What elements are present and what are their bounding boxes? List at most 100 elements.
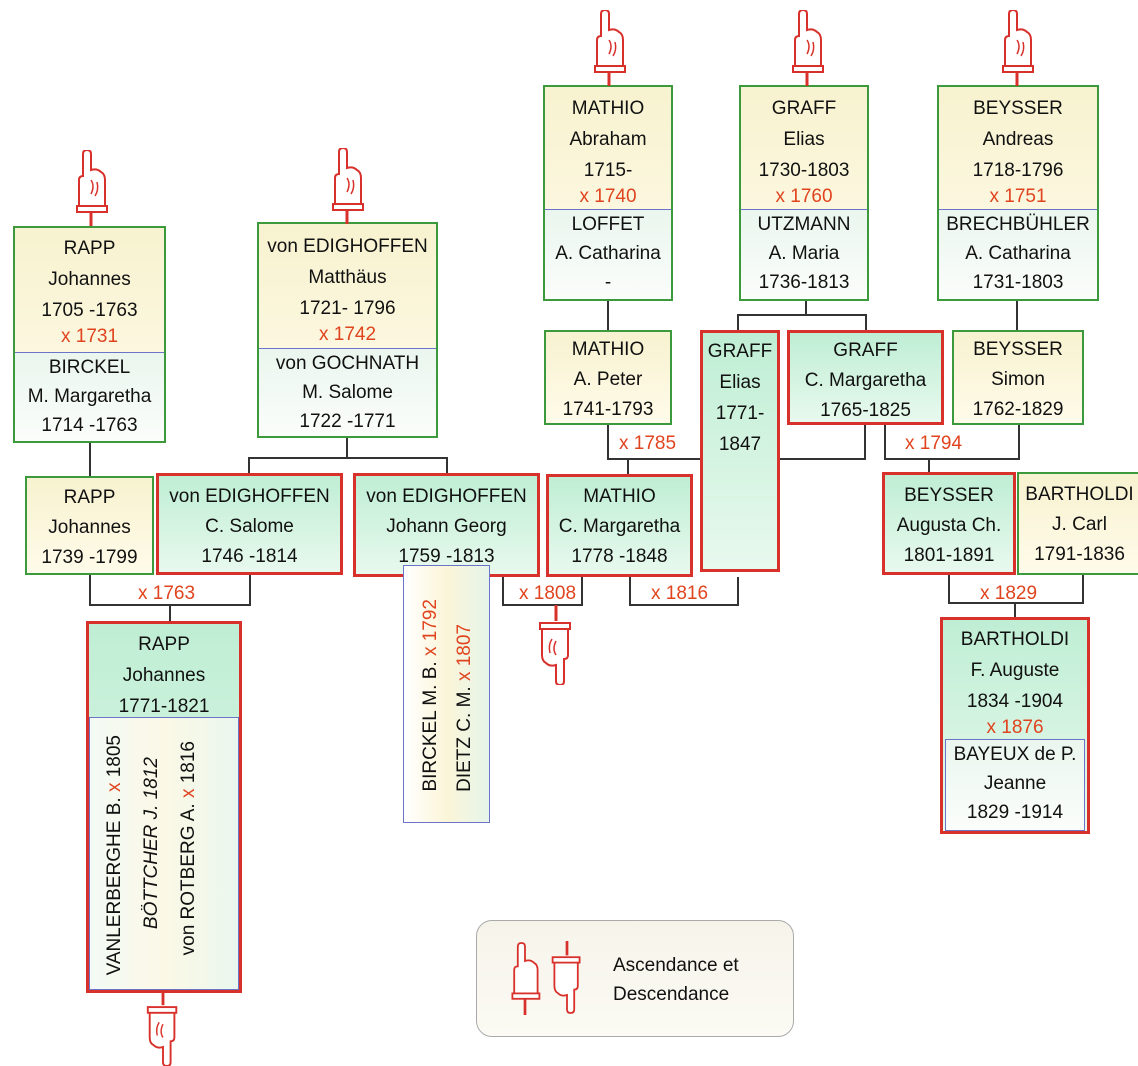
spouse-dates: 1722 -1771 — [299, 411, 396, 432]
marriage-label-1763: x 1763 — [138, 583, 196, 604]
surname: RAPP — [63, 487, 116, 508]
pointing-hand-down-icon — [551, 941, 581, 1014]
pointing-hand-up-icon[interactable] — [997, 10, 1037, 86]
life-dates: 1834 -1904 — [966, 691, 1064, 712]
given-name: Johannes — [122, 665, 206, 686]
spouse-given-name: A. Catharina — [555, 243, 661, 264]
person-edighoffen-johann-georg-1759[interactable]: von EDIGHOFFEN Johann Georg 1759 -1813 — [353, 473, 540, 577]
spouse-box[interactable]: von GOCHNATH M. Salome 1722 -1771 — [259, 348, 436, 436]
spouse-box[interactable]: BRECHBÜHLER A. Catharina 1731-1803 — [939, 209, 1097, 299]
person-edighoffen-matthaus-1721[interactable]: von EDIGHOFFEN Matthäus 1721- 1796 x 174… — [257, 222, 438, 438]
life-dates: 1765-1825 — [820, 400, 911, 421]
person-graff-margaretha-1765[interactable]: GRAFF C. Margaretha 1765-1825 — [787, 330, 944, 425]
marriage-label-1794: x 1794 — [905, 433, 963, 455]
surname: von EDIGHOFFEN — [267, 236, 428, 257]
given-name: Elias — [783, 129, 825, 150]
pointing-hand-up-icon[interactable] — [71, 150, 111, 226]
marriage-label-1816: x 1816 — [651, 583, 709, 604]
person-rapp-johannes-1739[interactable]: RAPP Johannes 1739 -1799 — [25, 476, 154, 575]
person-mathio-peter-1741[interactable]: MATHIO A. Peter 1741-1793 — [544, 330, 672, 425]
spouse-box[interactable]: BIRCKEL M. Margaretha 1714 -1763 — [15, 352, 164, 441]
given-name: C. Salome — [205, 516, 294, 537]
spouse-given-name: M. Margaretha — [27, 386, 152, 407]
person-edighoffen-salome-1746[interactable]: von EDIGHOFFEN C. Salome 1746 -1814 — [156, 473, 343, 575]
spouse-box[interactable]: UTZMANN A. Maria 1736-1813 — [741, 209, 867, 299]
spouse-list-line: VANLERBERGHE B. x 1805 — [100, 735, 130, 975]
person-mathio-abraham-1715[interactable]: MATHIO Abraham 1715- x 1740 LOFFET A. Ca… — [543, 85, 673, 301]
surname: BEYSSER — [973, 339, 1063, 360]
spouse-dates: - — [604, 272, 612, 293]
spouse-list-line: von ROTBERG A. x 1816 — [174, 741, 204, 955]
spouse-given-name: A. Maria — [768, 243, 840, 264]
pointing-hand-up-icon[interactable] — [787, 10, 827, 86]
person-rapp-johannes-1705[interactable]: RAPP Johannes 1705 -1763 x 1731 BIRCKEL … — [13, 226, 166, 443]
marriage-year: x 1740 — [579, 186, 637, 207]
marriage-year: x 1807 — [454, 624, 475, 682]
pointing-hand-up-icon[interactable] — [589, 10, 629, 86]
person-bartholdi-auguste-1834[interactable]: BARTHOLDI F. Auguste 1834 -1904 x 1876 B… — [940, 617, 1090, 834]
person-graff-elias-1730[interactable]: GRAFF Elias 1730-1803 x 1760 UTZMANN A. … — [739, 85, 869, 301]
surname: MATHIO — [583, 486, 656, 507]
spouse-surname: von GOCHNATH — [275, 353, 420, 374]
pointing-hand-down-icon[interactable] — [536, 605, 576, 685]
spouse-list-edighoffen[interactable]: BIRCKEL M. B. x 1792 DIETZ C. M. x 1807 — [403, 565, 490, 823]
spouse-list-line: DIETZ C. M. x 1807 — [450, 624, 480, 792]
life-dates: 1741-1793 — [562, 399, 654, 420]
life-dates: 1759 -1813 — [398, 546, 495, 567]
person-bartholdi-carl-1791[interactable]: BARTHOLDI J. Carl 1791-1836 — [1017, 472, 1138, 575]
spouse-dates: 1731-1803 — [972, 272, 1064, 293]
given-name: Elias — [719, 372, 761, 393]
spouse-given-name: A. Catharina — [965, 243, 1071, 264]
life-dates: 1718-1796 — [972, 160, 1064, 181]
marriage-mark: x — [104, 782, 125, 792]
given-name: J. Carl — [1052, 514, 1107, 535]
surname: MATHIO — [571, 339, 645, 360]
person-mathio-margaretha-1778[interactable]: MATHIO C. Margaretha 1778 -1848 — [546, 474, 693, 577]
person-beysser-andreas-1718[interactable]: BEYSSER Andreas 1718-1796 x 1751 BRECHBÜ… — [937, 85, 1099, 301]
given-name: C. Margaretha — [804, 370, 927, 391]
life-dates: 1739 -1799 — [41, 547, 138, 568]
spouse-surname: BIRCKEL — [48, 357, 131, 378]
spouse-box[interactable]: LOFFET A. Catharina - — [545, 209, 671, 299]
spouse-name: DIETZ C. M. — [454, 681, 475, 792]
spouse-box[interactable]: BAYEUX de P. Jeanne 1829 -1914 — [945, 739, 1085, 831]
legend-line-2: Descendance — [613, 984, 730, 1005]
given-name: Matthäus — [308, 267, 387, 288]
given-name: Johannes — [48, 269, 131, 290]
marriage-year: x 1742 — [318, 324, 377, 345]
spouse-name: BIRCKEL M. B. — [420, 656, 441, 792]
spouse-given-name: Jeanne — [983, 773, 1047, 794]
given-name: A. Peter — [573, 369, 643, 390]
life-dates: 1778 -1848 — [571, 546, 668, 567]
spouse-surname: BRECHBÜHLER — [946, 214, 1090, 235]
legend-line-1: Ascendance et — [613, 955, 739, 976]
pointing-hand-up-icon[interactable] — [327, 148, 367, 224]
spouse-surname: BAYEUX de P. — [953, 744, 1077, 765]
life-dates: 1746 -1814 — [201, 546, 298, 567]
surname: BARTHOLDI — [1025, 484, 1134, 505]
spouse-name: von ROTBERG A. — [178, 797, 199, 955]
spouse-list-rapp[interactable]: VANLERBERGHE B. x 1805 BÖTTCHER J. 1812 … — [89, 717, 239, 990]
person-rapp-johannes-1771[interactable]: RAPP Johannes 1771-1821 VANLERBERGHE B. … — [86, 621, 242, 993]
surname: RAPP — [138, 634, 190, 655]
life-dates: 1801-1891 — [903, 545, 995, 566]
person-beysser-simon-1762[interactable]: BEYSSER Simon 1762-1829 — [952, 330, 1084, 425]
life-dates: 1715- — [583, 160, 633, 181]
spouse-given-name: M. Salome — [302, 382, 393, 403]
marriage-year: 1816 — [178, 740, 199, 789]
person-graff-elias-1771[interactable]: GRAFF Elias 1771- 1847 — [700, 330, 780, 572]
death-year: 1847 — [718, 434, 762, 455]
given-name: Simon — [991, 369, 1045, 390]
marriage-year: x 1760 — [775, 186, 833, 207]
person-beysser-augusta-1801[interactable]: BEYSSER Augusta Ch. 1801-1891 — [882, 472, 1016, 575]
pointing-hand-down-icon[interactable] — [143, 990, 183, 1066]
spouse-dates: 1736-1813 — [758, 272, 850, 293]
surname: von EDIGHOFFEN — [169, 486, 330, 507]
legend: Ascendance et Descendance — [476, 920, 794, 1037]
spouse-name: VANLERBERGHE B. — [104, 791, 125, 975]
marriage-year: x 1876 — [986, 717, 1044, 738]
life-dates: 1721- 1796 — [299, 298, 396, 319]
surname: GRAFF — [707, 341, 773, 362]
